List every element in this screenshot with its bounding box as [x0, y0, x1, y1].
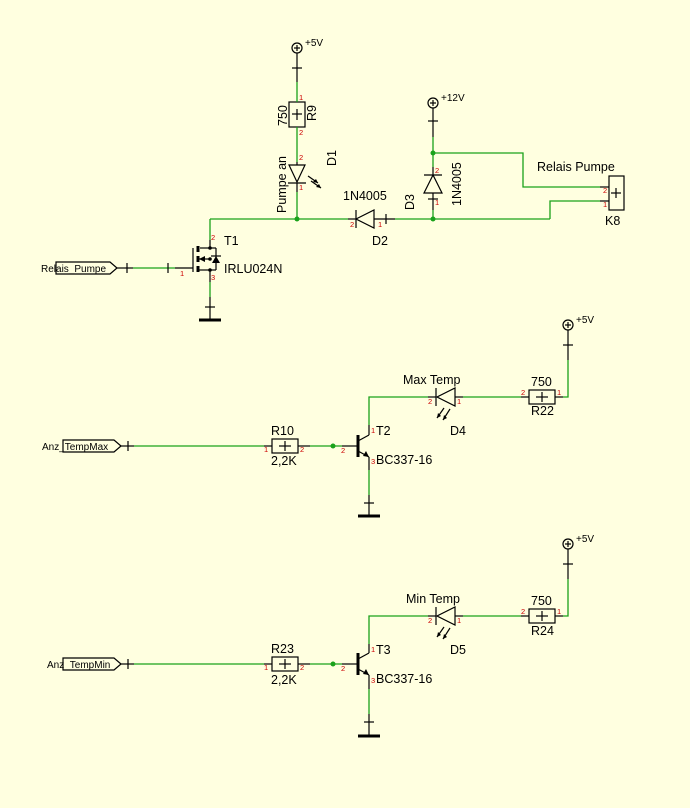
vcc12-supply: +12V	[427, 93, 465, 137]
pin-number: 2	[299, 128, 303, 137]
pin-number: 1	[435, 198, 439, 207]
d3-name: D3	[403, 194, 417, 210]
d2-type: 1N4005	[343, 189, 387, 203]
pin-number: 2	[341, 664, 345, 673]
ground-t3	[358, 714, 380, 738]
r23-name: R23	[271, 642, 294, 656]
pin-number: 1	[457, 397, 461, 406]
pin-number: 1	[264, 445, 268, 454]
r10-name: R10	[271, 424, 294, 438]
d4-label: Max Temp	[403, 373, 460, 387]
pin-number: 2	[299, 153, 303, 162]
d1-name: D1	[325, 150, 339, 166]
transistor-t3: 1 2 3 T3 BC337-16	[341, 643, 432, 689]
r23-value: 2,2K	[271, 673, 297, 687]
diode-d3: 2 1 D3 1N4005	[403, 162, 464, 210]
pin-number: 2	[435, 166, 439, 175]
transistor-t2: 1 2 3 T2 BC337-16	[341, 424, 432, 470]
pin-number: 2	[521, 607, 525, 616]
d4-name: D4	[450, 424, 466, 438]
r22-name: R22	[531, 404, 554, 418]
pin-number: 2	[211, 233, 215, 242]
port-max-label: Anz_TempMax	[42, 442, 108, 453]
r24-name: R24	[531, 624, 554, 638]
pin-number: 2	[300, 445, 304, 454]
pin-number: 1	[557, 607, 561, 616]
led-d4: 2 1 Max Temp D4	[403, 373, 466, 438]
t1-type: IRLU024N	[224, 262, 282, 276]
d1-label: Pumpe an	[275, 156, 289, 213]
led-d1: 2 1 Pumpe an D1	[275, 150, 339, 213]
pin-number: 3	[371, 457, 375, 466]
t1-name: T1	[224, 234, 239, 248]
resistor-r23: 1 2 R23 2,2K	[264, 642, 310, 687]
r22-value: 750	[531, 375, 552, 389]
mosfet-t1: 2 1 3 T1 IRLU024N	[175, 233, 282, 282]
pin-number: 2	[603, 186, 607, 195]
vcc5-supply-r22: +5V	[562, 315, 594, 360]
vcc12-label: +12V	[441, 93, 465, 104]
port-relais-label: Relais_Pumpe	[41, 264, 106, 275]
pin-number: 2	[428, 616, 432, 625]
t3-type: BC337-16	[376, 672, 432, 686]
resistor-r9: 1 2 750 R9	[276, 93, 319, 137]
vcc5-label: +5V	[576, 315, 594, 326]
min-temp-section: +5V 2 1 750 R24 2	[47, 534, 594, 738]
led-d5: 2 1 Min Temp D5	[406, 592, 466, 657]
vcc5-supply-r24: +5V	[562, 534, 594, 579]
d2-name: D2	[372, 234, 388, 248]
d5-label: Min Temp	[406, 592, 460, 606]
pin-number: 2	[300, 663, 304, 672]
port-min-label: Anz_TempMin	[47, 660, 110, 671]
pin-number: 1	[457, 616, 461, 625]
pin-number: 1	[603, 200, 607, 209]
r24-value: 750	[531, 594, 552, 608]
max-temp-section: +5V 2 1 750 R22 2	[42, 315, 594, 518]
k8-name: K8	[605, 214, 620, 228]
resistor-r10: 1 2 R10 2,2K	[264, 424, 310, 468]
pin-number: 2	[428, 397, 432, 406]
port-anz-tempmin: Anz_TempMin	[47, 657, 134, 671]
pin-number: 1	[299, 93, 303, 102]
pin-number: 3	[211, 273, 215, 282]
port-relais-pumpe: Relais_Pumpe	[41, 261, 133, 275]
pin-number: 1	[264, 663, 268, 672]
resistor-r22: 2 1 750 R22	[521, 375, 563, 418]
pin-number: 1	[180, 269, 184, 278]
pin-number: 3	[371, 676, 375, 685]
pin-number: 1	[557, 388, 561, 397]
pump-section: +5V 1 2 750 R9 2 1	[41, 38, 625, 322]
pin-number: 1	[371, 645, 375, 654]
vcc5-label: +5V	[305, 38, 323, 49]
connector-k8: 2 1 Relais Pumpe K8	[537, 160, 625, 228]
ground-t1	[199, 297, 221, 322]
t2-name: T2	[376, 424, 391, 438]
pin-number: 1	[371, 426, 375, 435]
r9-name: R9	[305, 105, 319, 121]
k8-label: Relais Pumpe	[537, 160, 615, 174]
vcc5-supply-r9: +5V	[291, 38, 323, 82]
pin-number: 1	[378, 220, 382, 229]
t3-name: T3	[376, 643, 391, 657]
t2-type: BC337-16	[376, 453, 432, 467]
resistor-r24: 2 1 750 R24	[521, 594, 563, 638]
pin-number: 1	[299, 183, 303, 192]
r9-value: 750	[276, 105, 290, 126]
ground-t2	[358, 495, 380, 518]
pin-number: 2	[341, 446, 345, 455]
d3-type: 1N4005	[450, 162, 464, 206]
r10-value: 2,2K	[271, 454, 297, 468]
pin-number: 2	[521, 388, 525, 397]
d5-name: D5	[450, 643, 466, 657]
port-anz-tempmax: Anz_TempMax	[42, 439, 134, 453]
diode-d2: 2 1 1N4005 D2	[343, 189, 395, 248]
vcc5-label: +5V	[576, 534, 594, 545]
pin-number: 2	[350, 220, 354, 229]
